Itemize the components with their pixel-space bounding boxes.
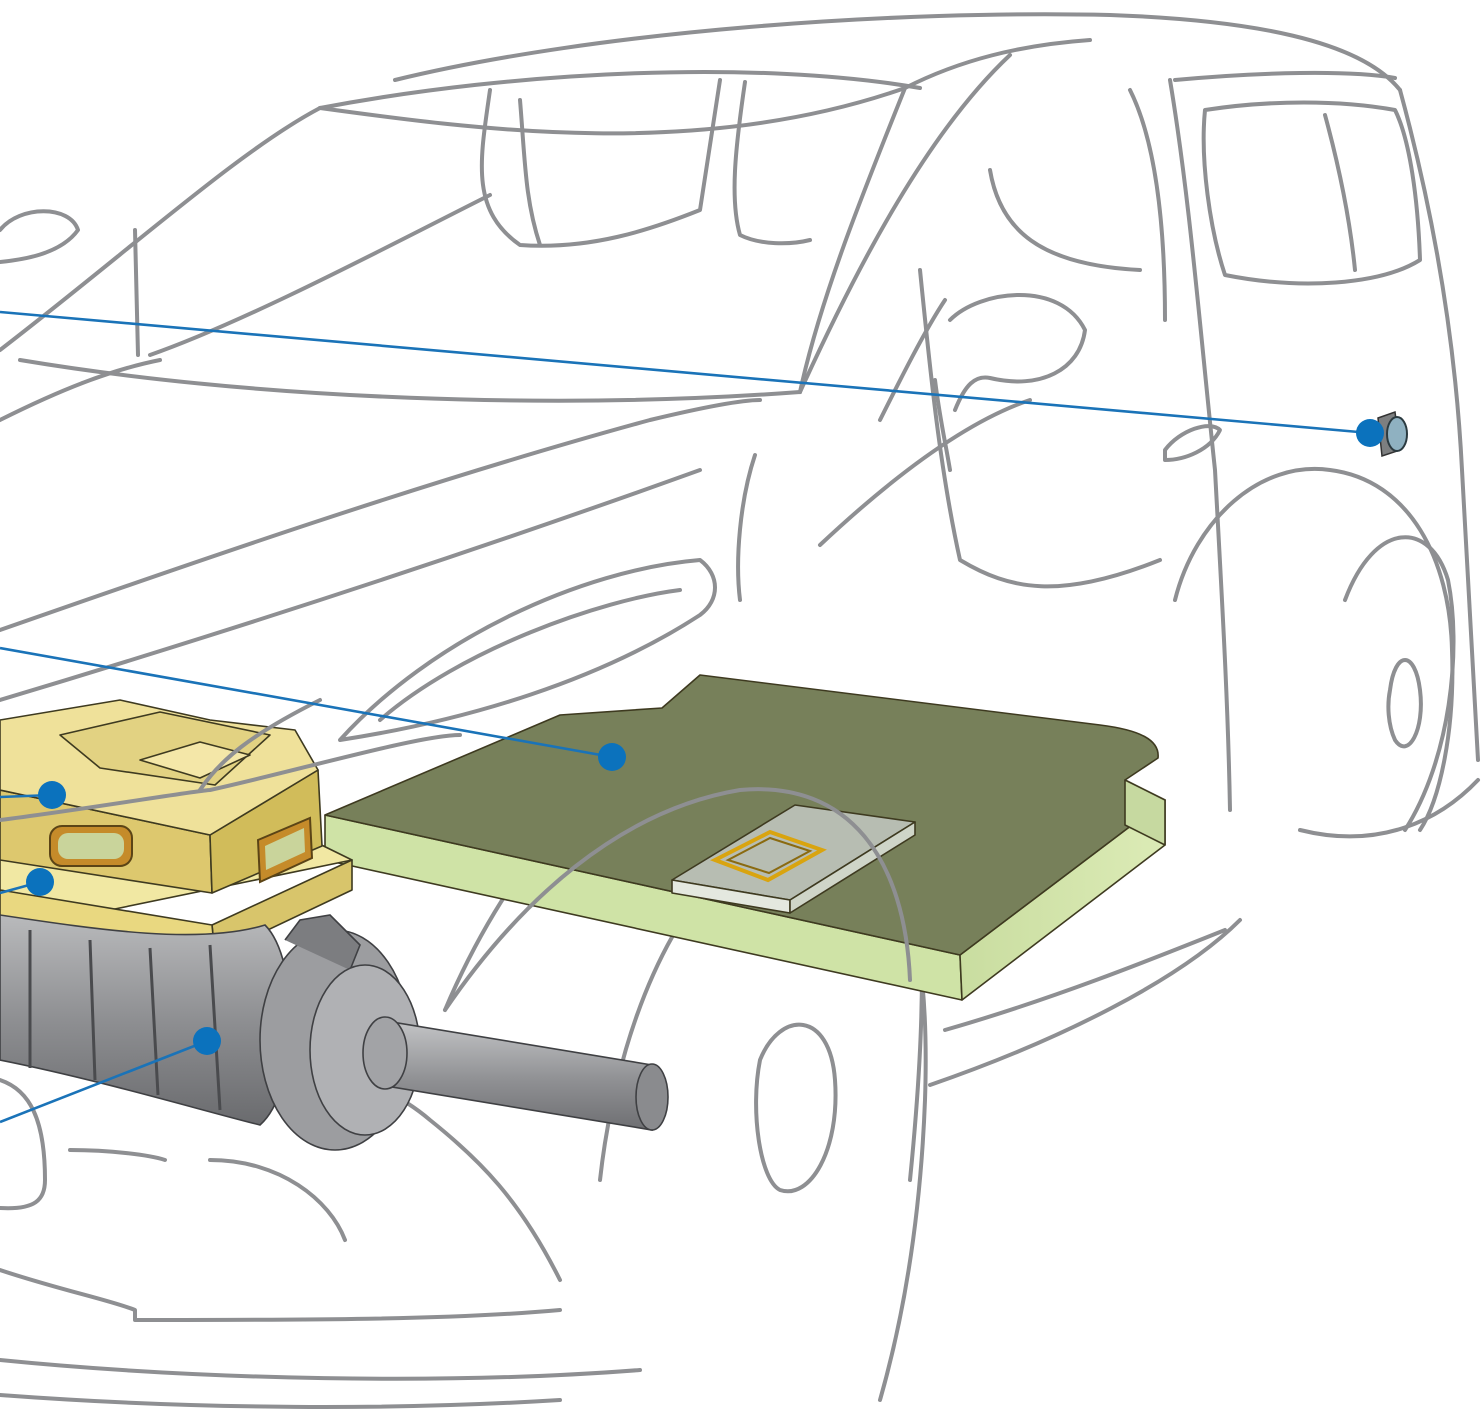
- marker-dot: [598, 743, 626, 771]
- callout-electric-motor: [0, 1027, 221, 1124]
- callout-power-controller: [0, 781, 66, 809]
- charge-port-icon: [1377, 410, 1408, 458]
- callout-charge-port: [0, 310, 1384, 447]
- electric-motor-icon: [0, 914, 669, 1151]
- power-controller-icon: [0, 699, 353, 956]
- battery-pack-icon: [324, 674, 1166, 1001]
- callout-battery-pack: [0, 646, 626, 771]
- marker-dot: [193, 1027, 221, 1055]
- connector-icon: [671, 804, 916, 914]
- marker-dot: [26, 868, 54, 896]
- marker-dot: [38, 781, 66, 809]
- callout-controller-base: [0, 868, 54, 896]
- car-outline-icon: [0, 12, 1480, 1409]
- marker-dot: [1356, 419, 1384, 447]
- car-outline-front-icon: [0, 698, 912, 1012]
